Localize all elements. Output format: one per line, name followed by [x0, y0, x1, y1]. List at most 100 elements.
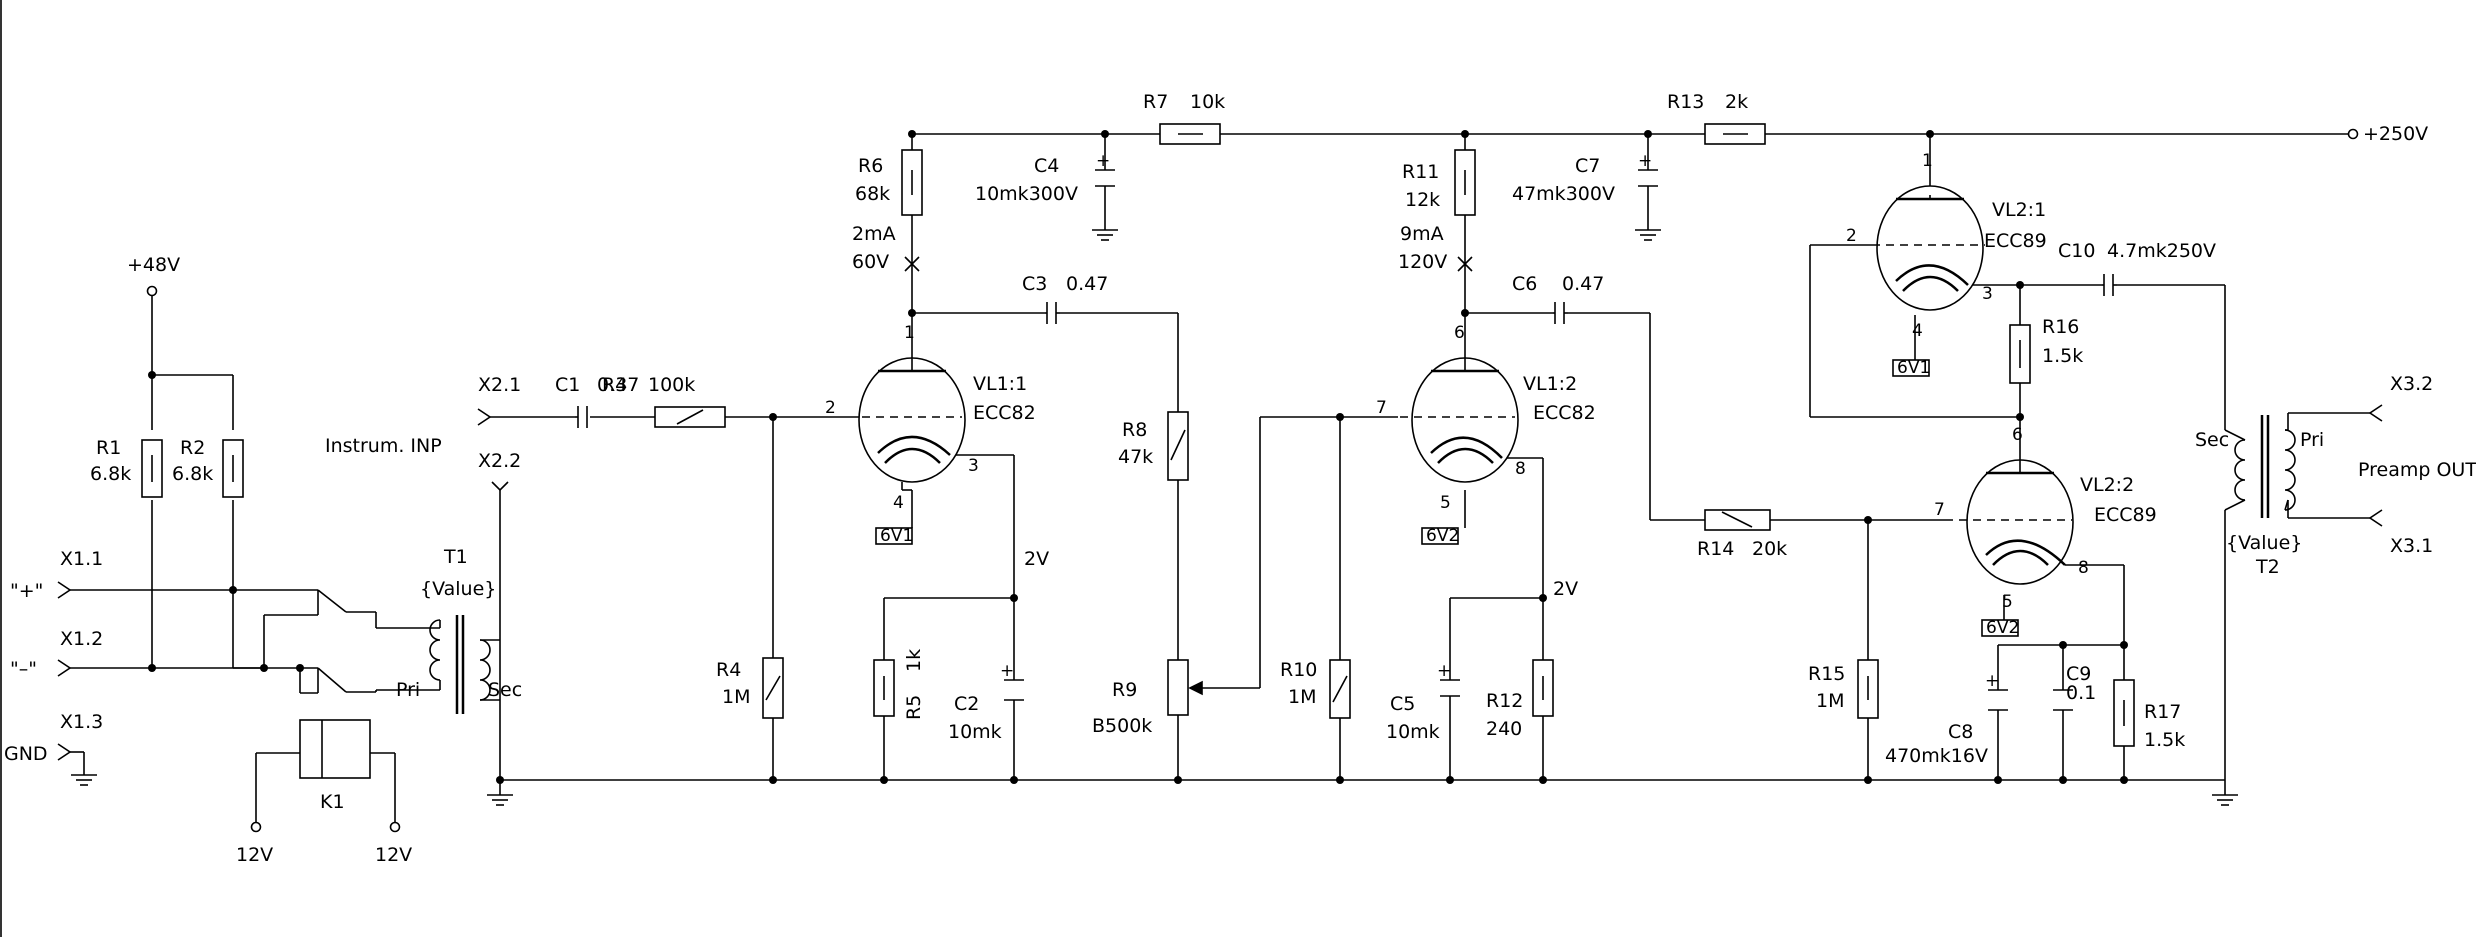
t1-value: {Value}: [420, 578, 496, 600]
r6-value: 68k: [855, 183, 890, 205]
r4-value: 1M: [722, 686, 750, 708]
x22-label: X2.2: [478, 450, 521, 472]
test-point-icon: [1457, 256, 1473, 272]
connector-x13-icon: [57, 743, 72, 761]
vl11-pin-cathode: 3: [968, 456, 979, 476]
r11-value: 12k: [1405, 189, 1440, 211]
transformer-t2: [2224, 415, 2296, 518]
svg-text:+: +: [1985, 671, 1999, 691]
vl21-pin-cathode: 3: [1982, 284, 1993, 304]
x31-label: X3.1: [2390, 535, 2433, 557]
r3-value: 100k: [648, 374, 695, 396]
c3-value: 0.47: [1066, 273, 1108, 295]
junction-dots: [148, 130, 2128, 784]
r9-icon: [1167, 659, 1189, 716]
r10-value: 1M: [1288, 686, 1316, 708]
relay-terminal-icon: [389, 821, 401, 833]
c2-value: 10mk: [948, 721, 1002, 743]
ground-icon: [1635, 229, 1661, 241]
stage2-voltage: 120V: [1398, 251, 1447, 273]
vl21-pin-anode: 1: [1922, 151, 1933, 171]
vl22-pin-anode: 6: [2012, 425, 2023, 445]
stage1-cathode-voltage: 2V: [1024, 548, 1049, 570]
t1-primary-icon: [429, 619, 441, 681]
vl22-name: VL2:2: [2080, 474, 2134, 496]
x11-label: X1.1: [60, 548, 103, 570]
t1-pri: Pri: [396, 679, 420, 701]
labels: +250V +48V X1.1 "+" X1.2 "–" X1.3 GND X2…: [4, 91, 2476, 866]
t2-sec: Sec: [2195, 429, 2229, 451]
t2-primary-icon: [2284, 429, 2296, 511]
vl11-heater: 6V1: [880, 526, 913, 546]
vl11-pin-anode: 1: [904, 323, 915, 343]
tube-envelope-icon: [1966, 459, 2074, 585]
t1-secondary-icon: [479, 639, 491, 701]
heater-box-icon: [1421, 527, 1459, 545]
instrument-input-label: Instrum. INP: [325, 435, 442, 457]
r12-name: R12: [1486, 690, 1523, 712]
svg-text:+: +: [1437, 661, 1451, 681]
minus-label: "–": [10, 658, 37, 680]
r10-name: R10: [1280, 659, 1317, 681]
r6-name: R6: [858, 155, 883, 177]
tube-envelope-icon: [1411, 357, 1519, 483]
ground-icon: [71, 774, 97, 786]
heater-box-icon: [1892, 359, 1930, 377]
relay-k1: [299, 589, 371, 779]
svg-text:+: +: [1638, 151, 1652, 171]
r16-name: R16: [2042, 316, 2079, 338]
preamp-out-label: Preamp OUT: [2358, 459, 2476, 481]
r17-name: R17: [2144, 701, 2181, 723]
t2-value: {Value}: [2226, 532, 2302, 554]
r2-name: R2: [180, 437, 205, 459]
vl12-pin-anode: 6: [1454, 323, 1465, 343]
r3-name: R3: [602, 374, 627, 396]
c1-value: 0.47: [597, 374, 639, 396]
vl11-pin-heater: 4: [893, 493, 904, 513]
x21-label: X2.1: [478, 374, 521, 396]
connector-x12-icon: [57, 659, 72, 677]
tube-vl22: [1945, 455, 2074, 637]
tube-envelope-icon: [1876, 185, 1984, 311]
b-plus-terminal-icon: [2347, 128, 2359, 140]
svg-text:+: +: [1000, 661, 1014, 681]
vl12-name: VL1:2: [1523, 373, 1577, 395]
vl21-pin-heater: 4: [1912, 321, 1923, 341]
vl12-pin-heater: 5: [1440, 493, 1451, 513]
vl22-type: ECC89: [2094, 504, 2157, 526]
ground-icon: [487, 794, 513, 806]
stage1-voltage: 60V: [852, 251, 889, 273]
r13-name: R13: [1667, 91, 1704, 113]
transformer-t1: [376, 615, 500, 714]
stage2-current: 9mA: [1400, 223, 1444, 245]
relay-voltage-2: 12V: [375, 844, 412, 866]
t2-name: T2: [2255, 556, 2280, 578]
vl12-pin-cathode: 8: [1515, 459, 1526, 479]
t1-name: T1: [443, 546, 468, 568]
c9-value: 0.1: [2066, 682, 2096, 704]
tube-vl21: [1872, 185, 1985, 377]
svg-text:+: +: [1096, 151, 1110, 171]
vl22-heater: 6V2: [1986, 618, 2019, 638]
r1-name: R1: [96, 437, 121, 459]
connector-x11-icon: [57, 581, 72, 599]
r8-name: R8: [1122, 419, 1147, 441]
vl12-pin-grid: 7: [1376, 398, 1387, 418]
r11-name: R11: [1402, 161, 1439, 183]
stage2-cathode-voltage: 2V: [1553, 578, 1578, 600]
c2-name: C2: [954, 693, 979, 715]
test-point-icon: [904, 256, 920, 272]
r2-value: 6.8k: [172, 463, 213, 485]
vl11-name: VL1:1: [973, 373, 1027, 395]
c6-name: C6: [1512, 273, 1537, 295]
c10-value: 4.7mk250V: [2107, 240, 2216, 262]
b-plus-label: +250V: [2363, 123, 2428, 145]
wires: [70, 133, 2370, 822]
t1-sec: Sec: [488, 679, 522, 701]
c5-value: 10mk: [1386, 721, 1440, 743]
c7-name: C7: [1575, 155, 1600, 177]
vl21-type: ECC89: [1984, 230, 2047, 252]
connector-x21-icon: [477, 408, 492, 426]
t2-secondary-icon: [2234, 439, 2246, 501]
